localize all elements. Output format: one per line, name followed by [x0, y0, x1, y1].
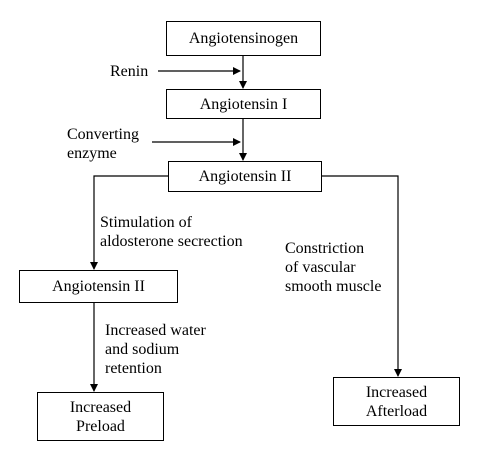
arrow-branch-right [322, 175, 402, 377]
label-aldosterone-stimulation: Stimulation of aldosterone secrection [100, 214, 243, 250]
node-angiotensinogen-label: Angiotensinogen [188, 30, 299, 47]
node-angiotensin-1-label: Angiotensin I [199, 95, 288, 113]
node-angiotensin-2-left: Angiotensin II [19, 270, 178, 303]
label-renin: Renin [110, 63, 149, 80]
node-angiotensin-2-main: Angiotensin II [168, 161, 322, 192]
node-increased-preload-label: Increased Preload [69, 398, 132, 435]
node-increased-afterload-label: Increased Afterload [365, 383, 428, 420]
arrow-branch-left [90, 175, 168, 270]
node-angiotensin-2-left-label: Angiotensin II [52, 278, 145, 295]
node-angiotensinogen: Angiotensinogen [166, 21, 321, 56]
label-water-sodium-retention: Increased water and sodium retention [105, 322, 206, 377]
node-increased-afterload: Increased Afterload [333, 377, 460, 426]
label-converting-enzyme: Converting enzyme [67, 126, 139, 162]
label-vascular-constriction: Constriction of vascular smooth muscle [285, 240, 382, 295]
node-increased-preload: Increased Preload [37, 392, 164, 441]
node-angiotensin-1: Angiotensin I [166, 89, 321, 119]
node-angiotensin-2-main-label: Angiotensin II [198, 168, 292, 185]
